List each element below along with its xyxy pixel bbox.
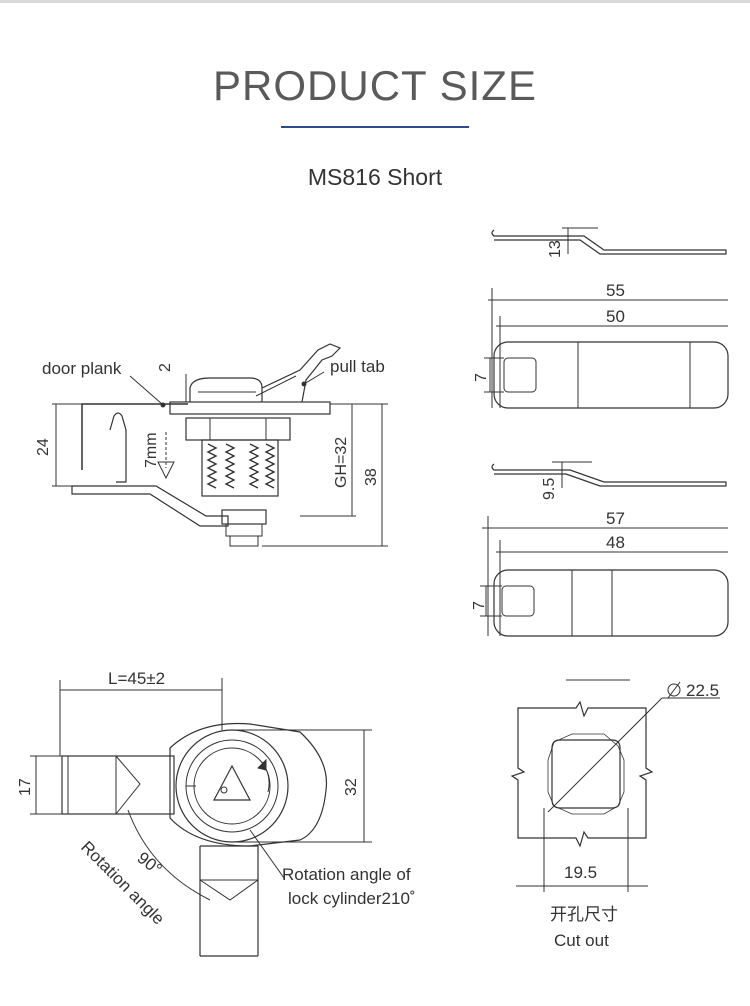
label-cylinder-rotation-1: Rotation angle of xyxy=(282,865,411,884)
dim-tab-long-height: 13 xyxy=(547,240,564,258)
arrow-down-icon xyxy=(157,461,175,480)
cutout-view xyxy=(510,679,720,892)
cutout-hole xyxy=(551,739,621,809)
label-cylinder-rotation-2: lock cylinder210˚ xyxy=(288,889,416,908)
diameter-line xyxy=(547,697,663,813)
dim-tab-short-inner: 48 xyxy=(606,533,625,552)
dim-tab-long-total: 55 xyxy=(606,281,625,300)
latch-arm xyxy=(71,485,229,527)
cutout-plate xyxy=(510,700,654,848)
tab-short-side xyxy=(491,461,727,488)
model-subtitle: MS816 Short xyxy=(307,164,443,190)
tab-long-hole xyxy=(503,357,537,393)
label-pull-tab: pull tab xyxy=(330,357,385,376)
dim-32: 32 xyxy=(343,778,360,796)
label-rotation-angle: Rotation angle xyxy=(77,837,168,928)
tab-long-body xyxy=(493,341,729,409)
title-underline xyxy=(281,126,469,128)
triangle-key-icon xyxy=(213,764,251,801)
label-cutout-en: Cut out xyxy=(554,931,609,950)
dim-cutout-width: 19.5 xyxy=(564,863,597,882)
lock-cylinder-inner xyxy=(193,747,271,825)
spring-catch xyxy=(109,412,127,483)
dim-38: 38 xyxy=(363,468,380,486)
dim-tab-long-inner: 50 xyxy=(606,307,625,326)
dim-24: 24 xyxy=(35,438,52,456)
tab-long-side xyxy=(491,227,727,255)
angle-90: 90° xyxy=(134,848,166,879)
mounting-plate xyxy=(169,401,331,415)
cutout-labels: 22.5 19.5 开孔尺寸 Cut out xyxy=(550,681,719,950)
pull-tab xyxy=(261,343,342,403)
diameter-icon xyxy=(667,683,681,697)
latch-arm-horizontal xyxy=(61,755,175,815)
latch-arm-rotated xyxy=(199,845,259,957)
hex-nut xyxy=(185,417,291,441)
dim-diameter: 22.5 xyxy=(686,681,719,700)
top-view-labels: L=45±2 17 32 90° Rotation angle Rotation… xyxy=(17,669,416,928)
lock-body xyxy=(169,722,328,847)
dim-tab-short-hole: 7 xyxy=(471,601,488,610)
tab-short-top xyxy=(480,516,729,637)
tab-short-hole xyxy=(501,585,535,617)
rotation-arc xyxy=(127,809,211,901)
dim-2: 2 xyxy=(157,363,174,372)
page-title: PRODUCT SIZE xyxy=(213,62,537,109)
label-door-plank: door plank xyxy=(42,359,122,378)
tab-short-labels: 9.5 57 48 7 xyxy=(471,478,625,610)
side-view-labels: door plank pull tab 2 24 7mm GH=32 38 xyxy=(35,357,385,488)
dim-tab-short-total: 57 xyxy=(606,509,625,528)
tab-long-labels: 13 55 50 7 xyxy=(473,240,625,382)
lock-cap xyxy=(189,377,263,402)
thread-lines xyxy=(206,443,276,489)
tab-long-top xyxy=(484,288,729,409)
dim-gh: GH=32 xyxy=(333,437,350,488)
top-border xyxy=(0,0,750,3)
dim-tab-short-height: 9.5 xyxy=(541,478,558,500)
dim-tab-long-hole: 7 xyxy=(473,373,490,382)
dim-7mm: 7mm xyxy=(143,432,160,468)
side-view xyxy=(52,343,388,547)
dim-length: L=45±2 xyxy=(108,669,165,688)
dim-17: 17 xyxy=(17,778,34,796)
label-cutout-cn: 开孔尺寸 xyxy=(550,905,618,924)
tab-short-body xyxy=(493,569,729,637)
top-view xyxy=(30,678,372,957)
threaded-body xyxy=(201,439,279,497)
